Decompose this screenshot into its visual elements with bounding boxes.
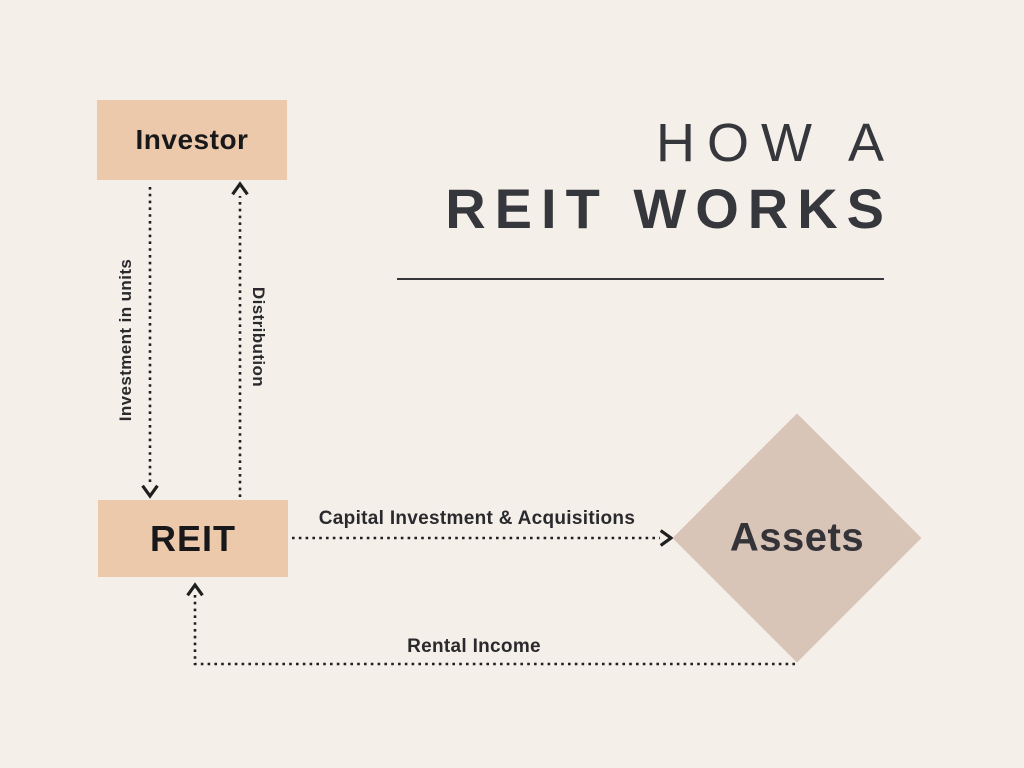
- node-reit: REIT: [98, 500, 288, 577]
- page-title: HOW A REIT WORKS: [445, 112, 884, 244]
- edge-rental-label: Rental Income: [407, 636, 541, 657]
- title-underline: [397, 278, 884, 280]
- node-investor-label: Investor: [135, 124, 249, 155]
- edge-distribution-label: Distribution: [249, 286, 268, 388]
- page-title-line2: REIT WORKS: [445, 177, 893, 240]
- edge-capital-label: Capital Investment & Acquisitions: [318, 508, 636, 529]
- node-assets-label: Assets: [729, 515, 865, 560]
- arrowhead-right-icon: [659, 529, 674, 547]
- edge-investment-label: Investment in units: [116, 258, 135, 422]
- page-title-line1: HOW A: [655, 113, 896, 173]
- arrowhead-down-icon: [141, 484, 159, 499]
- arrowhead-up-icon: [231, 181, 249, 196]
- node-investor: Investor: [97, 100, 287, 180]
- arrowhead-up-icon: [186, 582, 204, 597]
- node-reit-label: REIT: [149, 517, 236, 559]
